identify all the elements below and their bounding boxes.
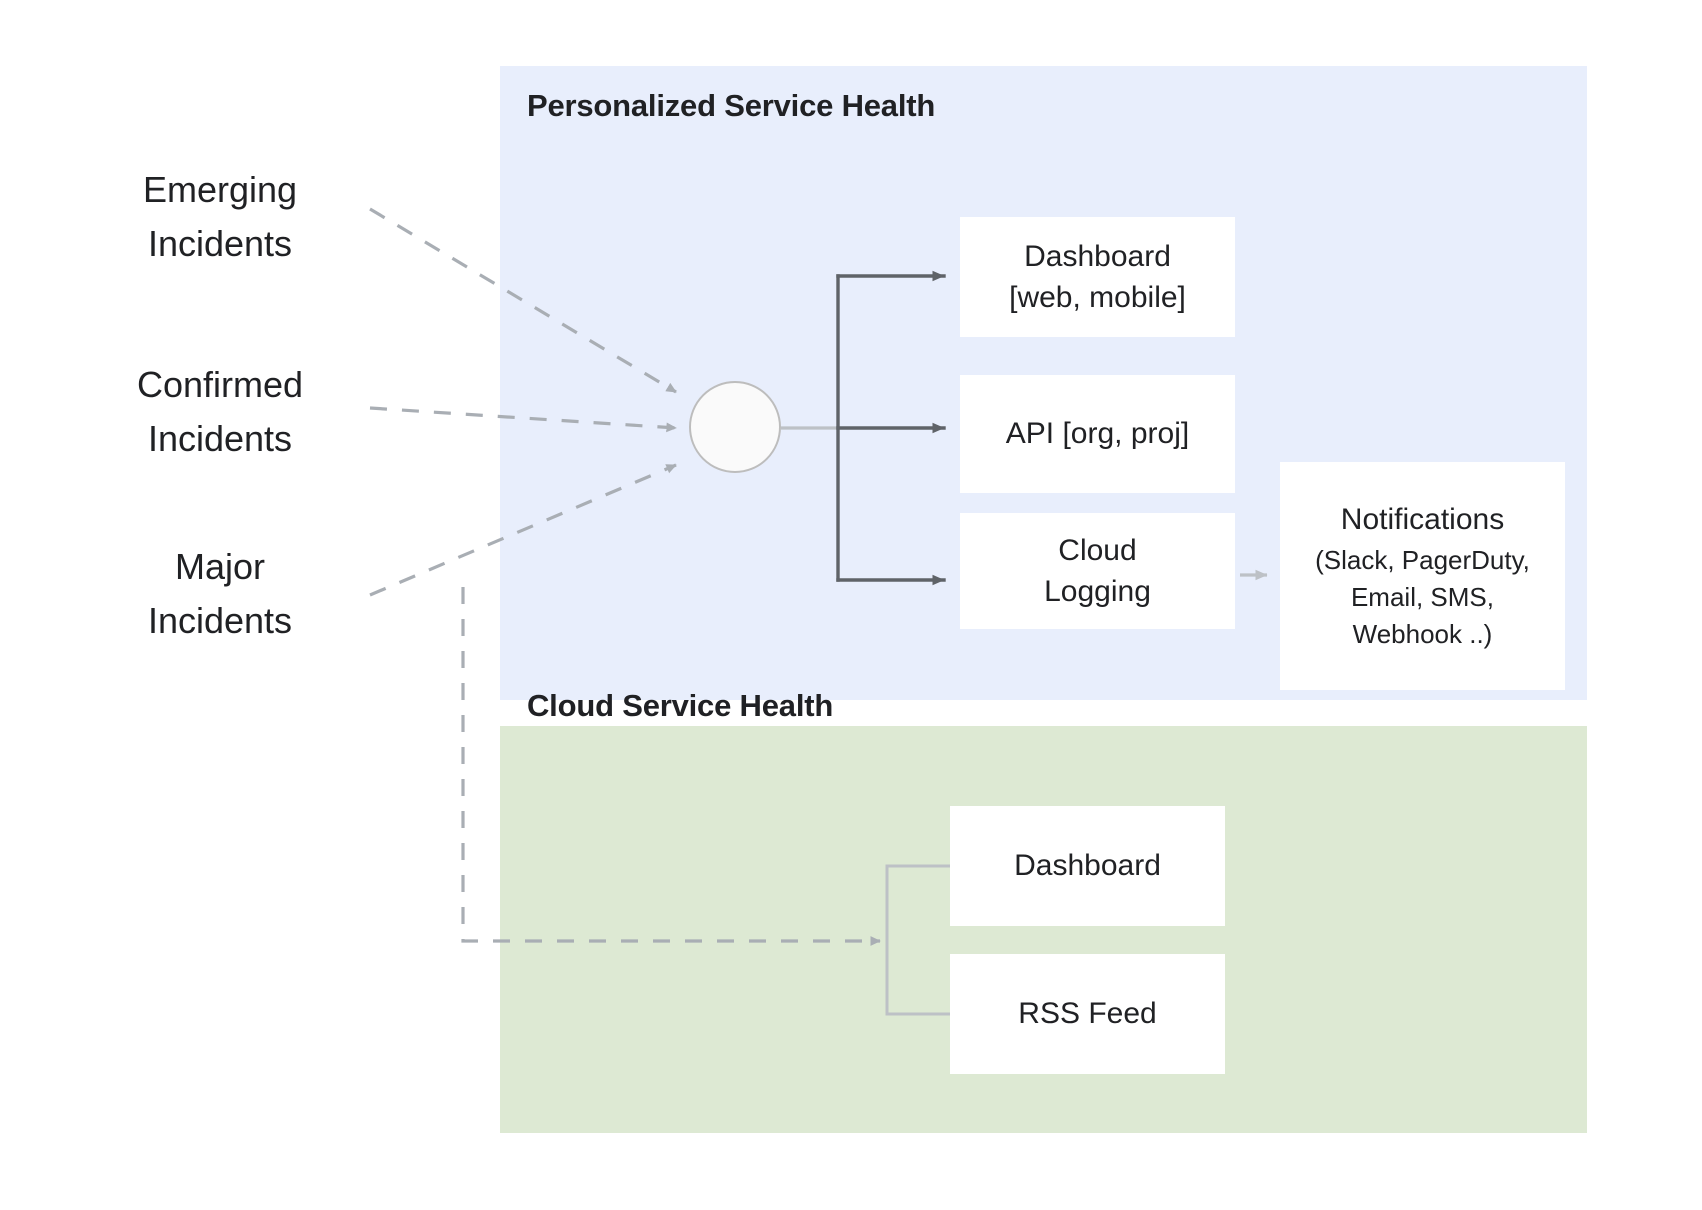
node-cloud-logging[interactable]: Cloud Logging <box>960 513 1235 629</box>
input-label-confirmed-incidents: Confirmed Incidents <box>136 364 304 459</box>
node-cloud-service-health-dashboard[interactable]: Dashboard <box>950 806 1225 926</box>
node-notifications[interactable]: Notifications (Slack, PagerDuty, Email, … <box>1280 462 1565 690</box>
input-label-emerging-incidents: Emerging Incidents <box>142 169 298 264</box>
panel-title-cloud-service-health: Cloud Service Health <box>527 688 834 723</box>
node-rss-feed[interactable]: RSS Feed <box>950 954 1225 1074</box>
notifications-channels: (Slack, PagerDuty, Email, SMS, Webhook .… <box>1315 545 1530 650</box>
input-label-major-incidents: Major Incidents <box>147 546 293 641</box>
node-api-org-proj[interactable]: API [org, proj] <box>960 375 1235 493</box>
hub-node-circle <box>689 381 781 473</box>
panel-title-personalized-service-health: Personalized Service Health <box>527 88 936 123</box>
node-dashboard-web-mobile[interactable]: Dashboard [web, mobile] <box>960 217 1235 337</box>
notifications-title: Notifications <box>1340 502 1505 536</box>
